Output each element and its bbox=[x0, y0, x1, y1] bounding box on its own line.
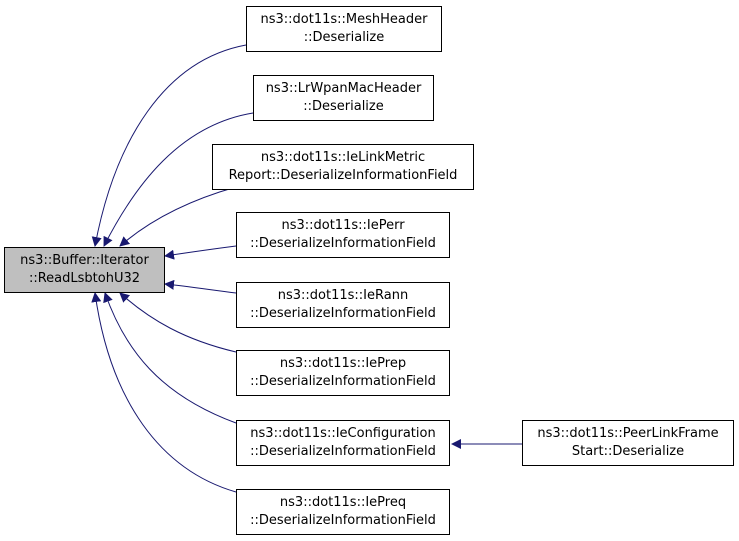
node-label-line1: ns3::dot11s::IeConfiguration bbox=[250, 426, 436, 441]
edge-lrwpanmacheader bbox=[103, 112, 254, 247]
node-ieperr-deserializeinformationfield[interactable]: ns3::dot11s::IePerr ::DeserializeInforma… bbox=[236, 212, 450, 258]
node-label-line2: ::DeserializeInformationField bbox=[250, 513, 436, 528]
node-label-line2: ::ReadLsbtohU32 bbox=[28, 271, 141, 286]
node-label-line1: ns3::dot11s::PeerLinkFrame bbox=[537, 426, 719, 441]
node-ieprep-deserializeinformationfield[interactable]: ns3::dot11s::IePrep ::DeserializeInforma… bbox=[236, 350, 450, 396]
node-label-line2: ::DeserializeInformationField bbox=[250, 444, 436, 459]
node-buffer-iterator-readlsbtohu32[interactable]: ns3::Buffer::Iterator ::ReadLsbtohU32 bbox=[4, 247, 165, 293]
node-label-line1: ns3::dot11s::IePreq bbox=[279, 495, 407, 510]
node-ierann-deserializeinformationfield[interactable]: ns3::dot11s::IeRann ::DeserializeInforma… bbox=[236, 282, 450, 328]
edge-ieprep bbox=[119, 292, 237, 353]
node-peerlinkframestart-deserialize[interactable]: ns3::dot11s::PeerLinkFrame Start::Deseri… bbox=[522, 420, 734, 466]
edge-meshheader bbox=[91, 44, 247, 247]
node-ielinkmetricreport-deserializeinformationfield[interactable]: ns3::dot11s::IeLinkMetric Report::Deseri… bbox=[212, 144, 474, 190]
edge-ieperr bbox=[164, 245, 237, 260]
node-label-line2: ::Deserialize bbox=[303, 99, 384, 114]
node-label-line2: Start::Deserialize bbox=[571, 444, 685, 459]
node-label-line1: ns3::dot11s::IePrep bbox=[279, 356, 407, 371]
node-label-line1: ns3::dot11s::IePerr bbox=[281, 218, 405, 233]
node-ieconfiguration-deserializeinformationfield[interactable]: ns3::dot11s::IeConfiguration ::Deseriali… bbox=[236, 420, 450, 466]
node-meshheader-deserialize[interactable]: ns3::dot11s::MeshHeader ::Deserialize bbox=[246, 6, 442, 52]
node-label-line1: ns3::Buffer::Iterator bbox=[20, 253, 149, 268]
node-lrwpanmacheader-deserialize[interactable]: ns3::LrWpanMacHeader ::Deserialize bbox=[253, 75, 434, 121]
edge-ierann bbox=[164, 279, 237, 294]
edge-ieconfiguration bbox=[103, 292, 237, 424]
node-label-line1: ns3::LrWpanMacHeader bbox=[265, 81, 422, 96]
node-iepreq-deserializeinformationfield[interactable]: ns3::dot11s::IePreq ::DeserializeInforma… bbox=[236, 489, 450, 535]
node-label-line1: ns3::dot11s::IeLinkMetric bbox=[260, 150, 426, 165]
node-label-line1: ns3::dot11s::MeshHeader bbox=[260, 12, 428, 27]
node-label-line2: ::Deserialize bbox=[303, 30, 385, 45]
node-label-line1: ns3::dot11s::IeRann bbox=[277, 288, 409, 303]
node-label-line2: ::DeserializeInformationField bbox=[250, 374, 436, 389]
node-label-line2: ::DeserializeInformationField bbox=[250, 306, 436, 321]
edge-iepreq bbox=[91, 292, 237, 493]
edge-ielinkmetricreport bbox=[119, 186, 237, 247]
node-label-line2: ::DeserializeInformationField bbox=[250, 236, 436, 251]
node-label-line2: Report::DeserializeInformationField bbox=[228, 168, 458, 183]
